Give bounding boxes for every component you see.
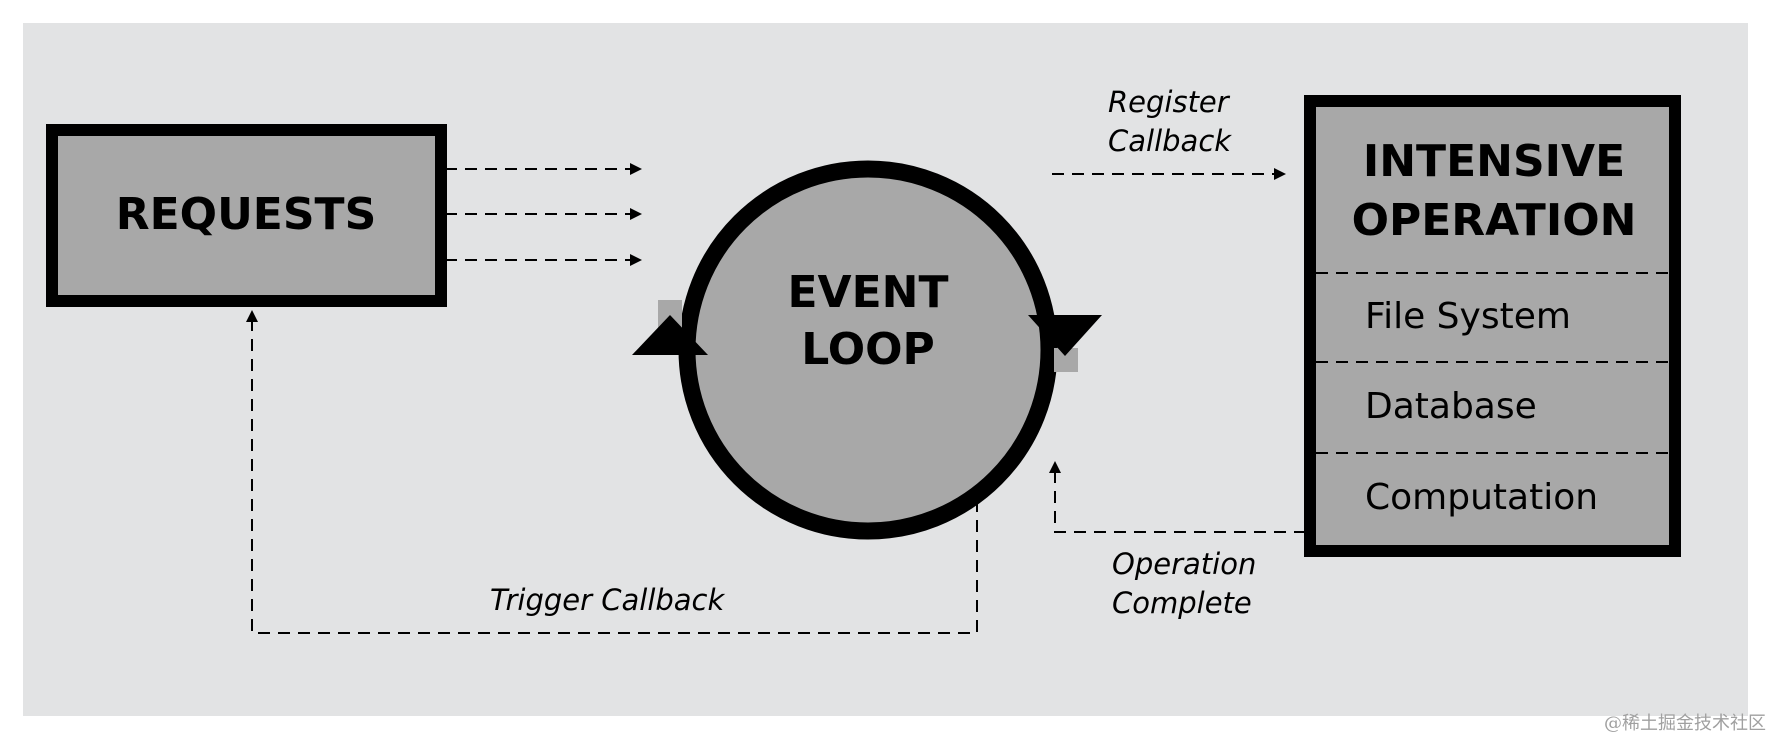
intensive-operation-box: INTENSIVE OPERATION File System Database… — [1304, 95, 1681, 557]
operation-complete-edge: Operation Complete — [1049, 461, 1306, 620]
requests-label: REQUESTS — [116, 189, 377, 240]
loop-arrow-down-icon — [1028, 315, 1102, 356]
trigger-callback-edge: Trigger Callback — [246, 310, 978, 634]
request-arrows — [445, 163, 642, 266]
operation-complete-line2: Complete — [1112, 586, 1252, 620]
operation-title-line2: OPERATION — [1352, 195, 1637, 246]
register-callback-edge: Register Callback — [1052, 85, 1286, 180]
operation-item-computation: Computation — [1365, 477, 1598, 518]
trigger-callback-label: Trigger Callback — [490, 583, 726, 617]
operation-item-database: Database — [1365, 386, 1537, 427]
operation-item-file-system: File System — [1365, 296, 1571, 337]
event-loop-line1: EVENT — [787, 267, 948, 318]
operation-complete-line1: Operation — [1112, 547, 1256, 581]
register-callback-line2: Callback — [1108, 124, 1232, 158]
operation-title-line1: INTENSIVE — [1363, 136, 1625, 187]
event-loop-line2: LOOP — [801, 324, 935, 375]
loop-arrow-up-icon — [632, 315, 708, 355]
requests-box: REQUESTS — [46, 124, 447, 307]
register-callback-line1: Register — [1108, 85, 1231, 119]
watermark-text: @稀土掘金技术社区 — [1604, 713, 1766, 734]
event-loop-circle: EVENT LOOP — [632, 160, 1102, 540]
